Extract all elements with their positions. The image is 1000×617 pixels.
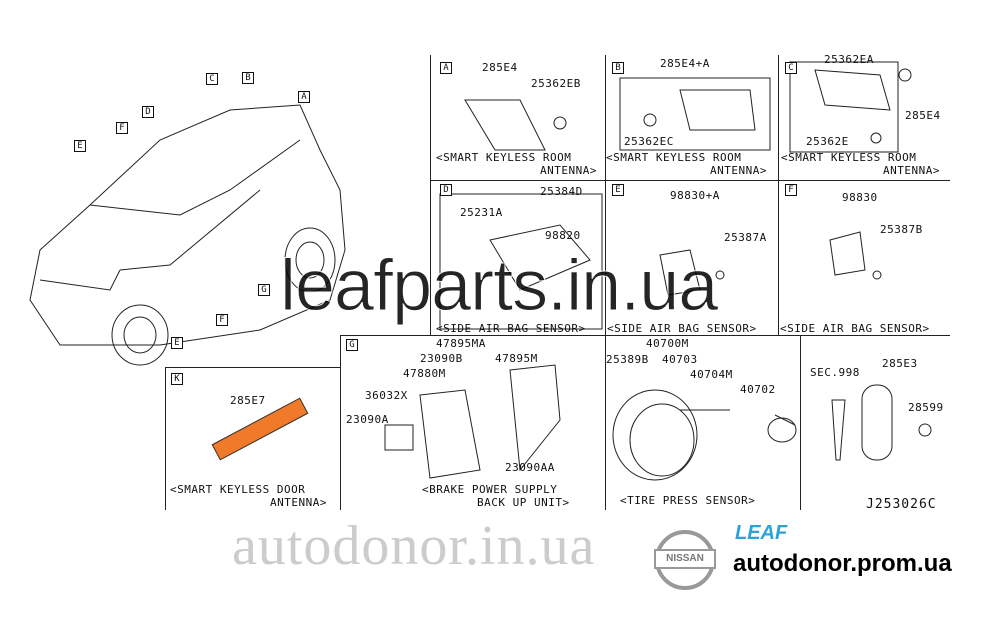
- part-label[interactable]: 23090AA: [505, 461, 555, 474]
- callout-g[interactable]: G: [258, 284, 270, 296]
- panel-g-caption: BACK UP UNIT>: [477, 496, 570, 509]
- part-label[interactable]: 40700M: [646, 337, 689, 350]
- divider: [800, 335, 801, 510]
- part-label[interactable]: 40704M: [690, 368, 733, 381]
- callout-c[interactable]: C: [206, 73, 218, 85]
- callout-f[interactable]: F: [116, 122, 128, 134]
- part-label[interactable]: 23090A: [346, 413, 389, 426]
- panel-d-letter: D: [440, 184, 452, 196]
- panel-f-caption: <SIDE AIR BAG SENSOR>: [780, 322, 930, 335]
- callout-e2[interactable]: E: [171, 337, 183, 349]
- callout-f2[interactable]: F: [216, 314, 228, 326]
- callout-e[interactable]: E: [74, 140, 86, 152]
- part-label[interactable]: 25362EA: [824, 53, 874, 66]
- part-label[interactable]: 25387B: [880, 223, 923, 236]
- panel-a-letter: A: [440, 62, 452, 74]
- part-label[interactable]: 98820: [545, 229, 581, 242]
- callout-d[interactable]: D: [142, 106, 154, 118]
- divider: [605, 55, 606, 510]
- part-label[interactable]: 98830: [842, 191, 878, 204]
- part-label[interactable]: 25231A: [460, 206, 503, 219]
- part-label[interactable]: 23090B: [420, 352, 463, 365]
- callout-b[interactable]: B: [242, 72, 254, 84]
- divider: [165, 367, 340, 368]
- tire-caption: <TIRE PRESS SENSOR>: [620, 494, 756, 507]
- part-label[interactable]: 98830+A: [670, 189, 720, 202]
- divider: [430, 55, 431, 335]
- divider: [430, 180, 950, 181]
- panel-a-caption: <SMART KEYLESS ROOM: [436, 151, 572, 164]
- part-label[interactable]: 47895MA: [436, 337, 486, 350]
- panel-g-caption: <BRAKE POWER SUPPLY: [422, 483, 558, 496]
- divider: [340, 335, 341, 510]
- panel-b-caption: <SMART KEYLESS ROOM: [606, 151, 742, 164]
- panel-b-caption: ANTENNA>: [710, 164, 767, 177]
- panel-c-caption: ANTENNA>: [883, 164, 940, 177]
- panel-k-letter: K: [171, 373, 183, 385]
- panel-c-caption: <SMART KEYLESS ROOM: [781, 151, 917, 164]
- part-label[interactable]: 47895M: [495, 352, 538, 365]
- part-label[interactable]: 25362EC: [624, 135, 674, 148]
- panel-d-caption: <SIDE AIR BAG SENSOR>: [436, 322, 586, 335]
- part-label[interactable]: 25362E: [806, 135, 849, 148]
- part-label[interactable]: 40703: [662, 353, 698, 366]
- part-label[interactable]: 285E7: [230, 394, 266, 407]
- panel-e-letter: E: [612, 184, 624, 196]
- panel-k-caption: <SMART KEYLESS DOOR: [170, 483, 306, 496]
- divider: [778, 55, 779, 335]
- part-label[interactable]: 285E3: [882, 357, 918, 370]
- divider: [165, 367, 166, 510]
- part-label[interactable]: 25389B: [606, 353, 649, 366]
- model-logo: LEAF: [735, 522, 788, 544]
- panel-k-caption: ANTENNA>: [270, 496, 327, 509]
- part-label[interactable]: 285E4+A: [660, 57, 710, 70]
- watermark-main: leafparts.in.ua: [279, 246, 718, 326]
- part-label[interactable]: SEC.998: [810, 366, 860, 379]
- panel-g-letter: G: [346, 339, 358, 351]
- site-name[interactable]: autodonor.prom.ua: [733, 550, 952, 577]
- part-label[interactable]: 25384D: [540, 185, 583, 198]
- part-label[interactable]: 28599: [908, 401, 944, 414]
- panel-b-letter: B: [612, 62, 624, 74]
- part-label[interactable]: 36032X: [365, 389, 408, 402]
- panel-c-letter: C: [785, 62, 797, 74]
- panel-f-letter: F: [785, 184, 797, 196]
- part-label[interactable]: 40702: [740, 383, 776, 396]
- panel-e-caption: <SIDE AIR BAG SENSOR>: [607, 322, 757, 335]
- callout-a[interactable]: A: [298, 91, 310, 103]
- part-label[interactable]: 47880M: [403, 367, 446, 380]
- diagram-code: J253026C: [866, 497, 937, 512]
- part-label[interactable]: 25362EB: [531, 77, 581, 90]
- watermark-bottom: autodonor.in.ua: [232, 515, 596, 577]
- part-label[interactable]: 25387A: [724, 231, 767, 244]
- divider: [340, 335, 950, 336]
- panel-a-caption: ANTENNA>: [540, 164, 597, 177]
- nissan-logo: NISSAN: [666, 553, 704, 564]
- part-label[interactable]: 285E4: [482, 61, 518, 74]
- part-label[interactable]: 285E4: [905, 109, 941, 122]
